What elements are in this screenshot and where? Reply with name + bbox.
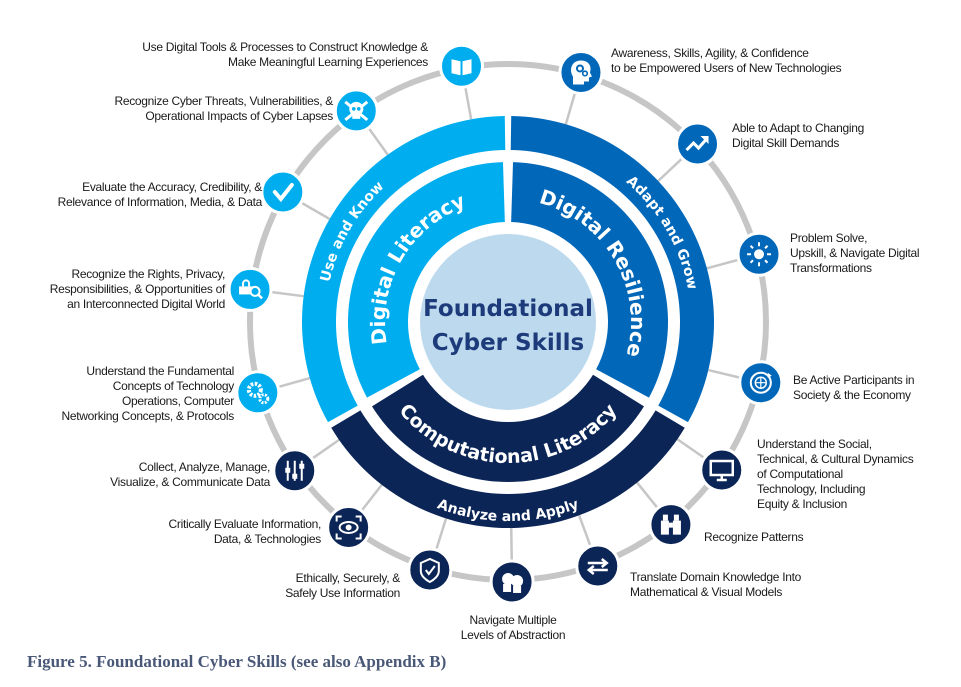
skill-label-line: Equity & Inclusion [757,497,847,511]
shield-check-icon [407,547,453,593]
checkmark-icon [260,169,306,215]
skill-label: Awareness, Skills, Agility, & Confidence… [611,46,842,76]
lock-search-icon [227,266,273,312]
skill-label-line: Transformations [790,261,872,275]
skill-label-line: of Computational [757,467,843,481]
book-icon [439,43,485,89]
skill-label: Understand the Social,Technical, & Cultu… [757,437,914,512]
skill-label-line: Concepts of Technology [112,379,235,393]
spoke-line [366,126,389,156]
skill-label: Collect, Analyze, Manage,Visualize, & Co… [110,460,270,490]
skill-label: Use Digital Tools & Processes to Constru… [142,40,428,70]
digital-resilience-segment [511,162,668,398]
skill-label-line: Use Digital Tools & Processes to Constru… [142,40,428,54]
spoke-line [269,290,304,298]
skill-label-line: Able to Adapt to Changing [732,121,864,135]
spoke-line [564,91,577,125]
skill-label-line: Mathematical & Visual Models [630,585,783,599]
skill-label: Problem Solve,Upskill, & Navigate Digita… [790,231,920,276]
center-circle [420,234,596,410]
globe-refresh-icon [738,360,784,406]
skill-label-line: Technical, & Cultural Dynamics [757,452,914,466]
skill-label-line: Relevance of Information, Media, & Data [57,195,263,209]
spoke-line [577,514,593,548]
spoke-line [310,438,340,461]
eye-scan-icon [326,504,372,550]
skill-label-line: Awareness, Skills, Agility, & Confidence [611,46,809,60]
skill-label: Evaluate the Accuracy, Credibility, &Rel… [57,180,263,210]
skill-label-line: Data, & Technologies [213,532,321,546]
spoke-line [299,200,331,221]
skill-label-line: Operations, Computer [121,394,234,408]
computational-literacy-band [331,410,685,528]
skill-label-line: to be Empowered Users of New Technologie… [611,61,842,75]
skill-label: Recognize Cyber Threats, Vulnerabilities… [114,94,333,124]
skill-label: Critically Evaluate Information,Data, & … [168,517,322,547]
spoke-line [706,258,741,270]
heads-icon [489,559,535,605]
spoke-line [359,484,383,513]
skill-label-line: Collect, Analyze, Manage, [138,460,271,474]
spoke-line [276,376,311,389]
skill-label-line: Operational Impacts of Cyber Lapses [145,109,333,123]
spoke-line [434,518,448,552]
skill-label-line: an Interconnected Digital World [67,297,225,311]
skill-label-line: Understand the Social, [757,437,872,451]
skill-label: Ethically, Securely, &Safely Use Informa… [285,571,400,601]
spoke-line [657,156,684,182]
skill-label-line: Upskill, & Navigate Digital [790,246,920,260]
skill-label-line: Visualize, & Communicate Data [110,475,270,489]
digital-literacy-band [302,116,506,423]
skill-label-line: Problem Solve, [790,231,868,245]
sun-gear-icon [736,231,782,277]
skill-label-line: Critically Evaluate Information, [168,517,322,531]
skill-label-line: Recognize Cyber Threats, Vulnerabilities… [114,94,333,108]
skill-label-line: Navigate Multiple [469,613,557,627]
sliders-icon [272,448,318,494]
skill-label-line: Responsibilities, & Opportunities of [49,282,226,296]
computational-literacy-segment [372,374,644,482]
skill-label-line: Levels of Abstraction [460,628,566,642]
skill-label-line: Recognize Patterns [704,530,804,544]
skill-label-line: Technology, Including [757,482,866,496]
skill-label: Recognize Patterns [704,530,804,545]
spoke-line [708,368,742,380]
digital-resilience-band [510,116,714,423]
skill-label-line: Translate Domain Knowledge Into [630,570,802,584]
center-title-line: Cyber Skills [432,330,585,356]
skull-crossbones-icon [333,88,379,134]
skill-label-line: Society & the Economy [793,388,911,402]
binoculars-icon [648,502,694,548]
digital-literacy-segment [348,162,505,398]
gears-icon [235,370,281,416]
exchange-arrows-icon [575,543,621,589]
skill-label-line: Understand the Fundamental [86,364,234,378]
skill-label-line: Make Meaningful Learning Experiences [228,55,428,69]
skill-label-line: Be Active Participants in [793,373,915,387]
skill-label-line: Digital Skill Demands [732,136,840,150]
spoke-line [676,438,707,460]
spoke-line [636,481,660,510]
skill-label-line: Recognize the Rights, Privacy, [71,267,225,281]
center-title-line: Foundational [423,296,593,322]
spoke-line [509,527,514,562]
trend-up-icon [675,121,721,167]
figure-caption: Figure 5. Foundational Cyber Skills (see… [27,652,447,671]
skill-label: Recognize the Rights, Privacy,Responsibi… [49,267,226,312]
skill-label-line: Safely Use Information [285,586,400,600]
skill-label-line: Evaluate the Accuracy, Credibility, & [82,180,262,194]
head-gears-icon [558,49,604,95]
monitor-icon [699,447,745,493]
skill-label-line: Networking Concepts, & Protocols [61,409,235,423]
spoke-line [463,85,473,120]
skill-label-line: Ethically, Securely, & [295,571,401,585]
